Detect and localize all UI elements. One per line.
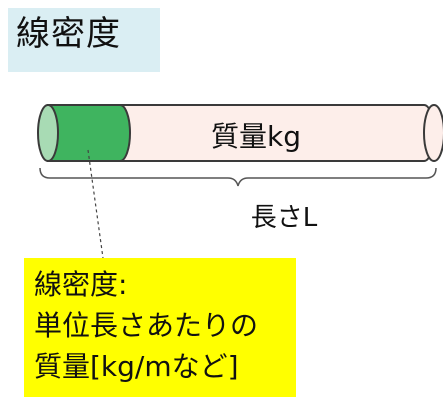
note-line-1: 線密度: — [34, 268, 128, 301]
length-brace — [39, 167, 437, 187]
note-line-3: 質量[kg/mなど] — [34, 350, 239, 383]
pointer-line — [87, 149, 104, 259]
definition-note: 線密度: 単位長さあたりの 質量[kg/mなど] — [24, 258, 296, 397]
length-label: 長さL — [251, 203, 318, 233]
title-box — [8, 8, 160, 72]
rod-right-cap — [423, 104, 443, 162]
mass-label: 質量kg — [211, 120, 301, 153]
note-line-2: 単位長さあたりの — [34, 309, 259, 342]
page-title: 線密度 — [16, 14, 121, 54]
unit-length-segment — [47, 104, 131, 162]
rod-left-cap — [37, 104, 59, 162]
